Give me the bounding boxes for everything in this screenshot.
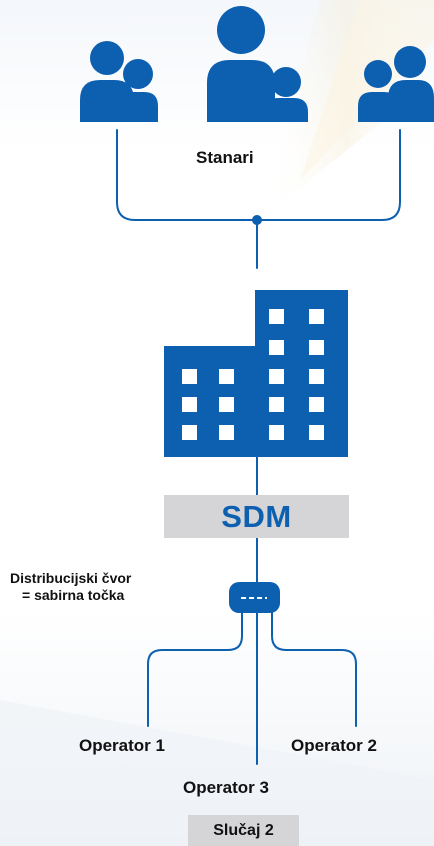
distribution-node-label-line2: = sabirna točka — [22, 587, 125, 603]
sdm-box: SDM — [164, 495, 349, 538]
tenant-icon-right — [358, 46, 434, 122]
case-box: Slučaj 2 — [188, 815, 299, 846]
distribution-node-label: Distribucijski čvor = sabirna točka — [10, 570, 220, 604]
tenant-icon-center — [207, 6, 308, 122]
tenants-label: Stanari — [196, 148, 254, 167]
operator-branch-lines — [147, 611, 357, 765]
case-label: Slučaj 2 — [213, 821, 274, 839]
distribution-node-label-line1: Distribucijski čvor — [10, 570, 132, 586]
sdm-label: SDM — [221, 498, 292, 534]
building-icon — [164, 290, 348, 457]
operator-3-label: Operator 3 — [183, 778, 269, 797]
operator-1-label: Operator 1 — [79, 736, 165, 755]
tenant-icon-left — [80, 41, 158, 122]
tenant-junction-dot — [252, 215, 262, 225]
distribution-node-icon — [229, 582, 280, 613]
operator-2-label: Operator 2 — [291, 736, 377, 755]
